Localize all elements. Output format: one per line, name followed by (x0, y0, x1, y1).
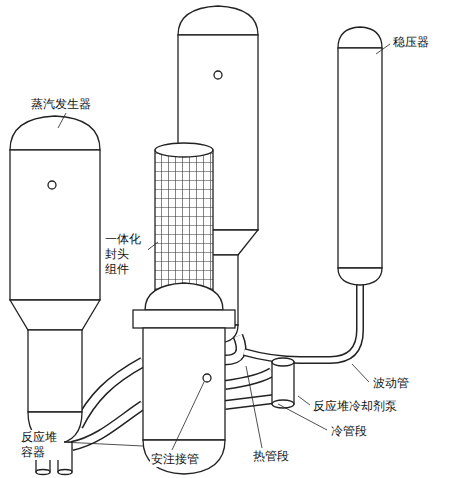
part-label: 波动管 (372, 376, 410, 391)
leader-line (298, 396, 310, 405)
part-label: 热管段 (252, 449, 290, 464)
leader-line (376, 44, 390, 54)
reactor-vessel (155, 143, 213, 157)
steam-generator (10, 116, 100, 475)
leader-line (172, 382, 204, 450)
steam-generator (28, 330, 82, 412)
steam-generator (10, 116, 100, 150)
coolant-pump (272, 358, 294, 408)
steam-generator (48, 181, 56, 189)
pressurizer (338, 27, 382, 48)
steam-generator (10, 150, 100, 300)
surge-line (244, 280, 360, 360)
reactor-vessel (143, 328, 225, 440)
leader-line (246, 366, 262, 448)
leader-line (62, 442, 143, 446)
surge-line (244, 280, 360, 360)
pressurizer (338, 268, 382, 285)
pressurizer (338, 48, 382, 268)
leader-line (352, 364, 369, 382)
part-label: 一体化 封头 组件 (104, 232, 148, 277)
surge-line (244, 280, 360, 360)
reactor-vessel (145, 283, 223, 310)
leader-line (58, 44, 390, 450)
part-label: 安注接管 (150, 452, 200, 467)
coolant-pump (272, 358, 294, 366)
part-label: 稳压器 (392, 35, 430, 50)
coolant-pipe (72, 405, 143, 446)
steam-generator (214, 71, 222, 79)
steam-generator (58, 470, 72, 475)
part-label: 反应堆 容器 (20, 430, 64, 460)
pressurizer (338, 27, 382, 285)
steam-generator (10, 300, 100, 330)
part-label: 反应堆冷却剂泵 (312, 399, 398, 414)
reactor-vessel (133, 310, 235, 328)
coolant-pipe (72, 405, 143, 446)
reactor-vessel (143, 440, 225, 474)
part-label: 蒸汽发生器 (30, 97, 92, 112)
reactor-vessel (155, 150, 213, 290)
steam-generator (178, 6, 258, 35)
reactor-vessel (203, 374, 211, 382)
leader-line (58, 113, 66, 128)
coolant-pump (272, 362, 294, 404)
steam-generator (36, 470, 50, 475)
reactor-vessel (133, 143, 235, 474)
part-label: 冷管段 (330, 424, 368, 439)
